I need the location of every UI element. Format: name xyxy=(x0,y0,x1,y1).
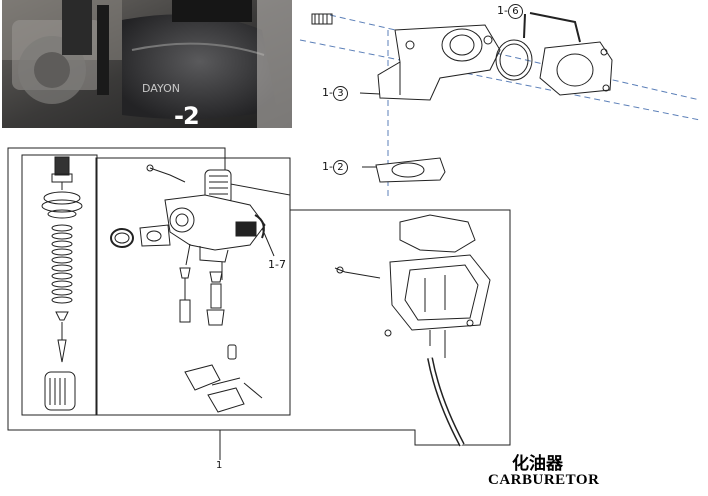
flange-gasket xyxy=(375,157,446,183)
callout-1-2-number: 2 xyxy=(332,160,348,175)
callout-1-6-prefix: 1- xyxy=(497,4,508,17)
callout-1-2-prefix: 1- xyxy=(322,160,333,173)
intake-manifold xyxy=(377,24,501,101)
callout-1-6-number: 6 xyxy=(507,4,523,19)
photo-tag: -2 xyxy=(174,102,200,128)
carburetor-body xyxy=(139,164,266,280)
main-jet-set xyxy=(179,267,225,326)
float-bowl-assembly xyxy=(334,214,491,447)
title-english: CARBURETOR xyxy=(488,472,600,488)
callout-1-3: 1-3 xyxy=(322,86,348,101)
carburetor-body-frame xyxy=(95,157,291,416)
callout-1-7: 1-7 xyxy=(268,258,286,271)
engine-photo: DAYON -2 xyxy=(2,0,292,128)
carb-o-ring xyxy=(110,228,134,248)
throttle-slide-assembly xyxy=(41,156,83,411)
slide-assembly-frame xyxy=(21,154,98,416)
stud-bolt xyxy=(311,13,333,25)
alignment-lines xyxy=(299,14,701,200)
callout-1-3-number: 3 xyxy=(332,86,348,101)
float-assembly xyxy=(184,344,263,413)
title-chinese: 化油器 xyxy=(512,454,563,474)
return-spring xyxy=(51,224,73,304)
o-ring xyxy=(495,39,533,81)
callout-1-6: 1-6 xyxy=(497,4,523,19)
callout-1: 1 xyxy=(216,460,223,471)
callout-leader-1-6b xyxy=(523,13,526,39)
callout-leader-1-6 xyxy=(529,12,581,43)
callout-1-2: 1-2 xyxy=(322,160,348,175)
photo-brand-text: DAYON xyxy=(142,82,180,95)
insulator-gasket xyxy=(539,41,613,96)
callout-1-3-prefix: 1- xyxy=(322,86,333,99)
callout-leader-1-3 xyxy=(359,92,381,95)
